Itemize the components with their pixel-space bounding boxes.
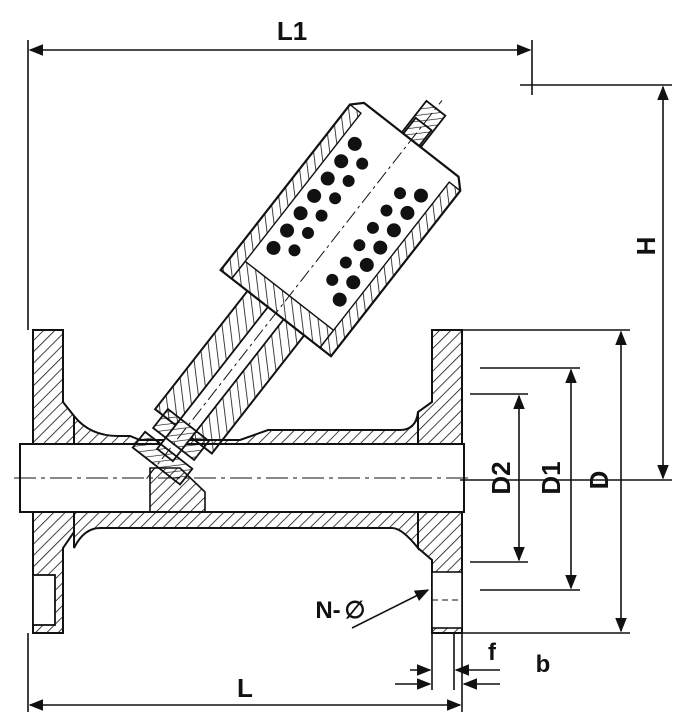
label-b: b bbox=[536, 651, 551, 678]
label-l1: L1 bbox=[277, 16, 307, 46]
label-f: f bbox=[488, 639, 497, 666]
dimension-lines bbox=[27, 40, 672, 712]
label-h: H bbox=[631, 237, 661, 256]
label-n: N- bbox=[315, 597, 340, 624]
label-d2: D2 bbox=[486, 461, 516, 494]
bonnet-assembly bbox=[131, 99, 462, 486]
diameter-symbol-icon: ∅ bbox=[345, 597, 366, 624]
label-d: D bbox=[584, 471, 614, 490]
label-l: L bbox=[237, 673, 253, 703]
label-d1: D1 bbox=[536, 461, 566, 494]
spring-coils bbox=[266, 136, 428, 307]
left-bolt-hole bbox=[32, 574, 56, 626]
body-upper-wall bbox=[73, 411, 419, 445]
